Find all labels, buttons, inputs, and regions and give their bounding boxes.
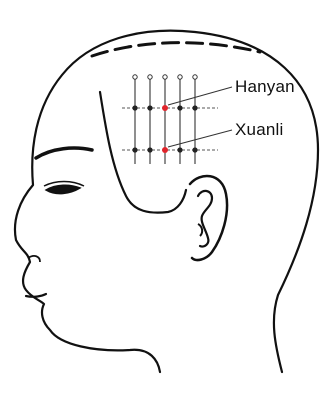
grid-top-circle [133, 75, 137, 79]
ear-outline [190, 176, 227, 260]
grid-point [132, 105, 137, 110]
eye [46, 185, 80, 193]
grid-point [192, 147, 197, 152]
ear-inner [198, 191, 212, 247]
label-hanyan: Hanyan [235, 77, 295, 97]
grid-point [177, 147, 182, 152]
grid-top-circle [148, 75, 152, 79]
grid-top-circle [178, 75, 182, 79]
hair-boundary [100, 92, 186, 213]
grid-top-circle [193, 75, 197, 79]
eyebrow [36, 148, 92, 158]
acupoint-hanyan-dot [162, 105, 168, 111]
grid-point [147, 105, 152, 110]
acupoint-xuanli-dot [162, 147, 168, 153]
leader-line-hanyan [168, 87, 232, 105]
leader-line-xuanli [168, 130, 232, 147]
hairline-dashed [92, 43, 260, 56]
ear-tragus [198, 224, 202, 236]
grid-point [147, 147, 152, 152]
grid-point [192, 105, 197, 110]
grid-point [132, 147, 137, 152]
grid-top-circle [163, 75, 167, 79]
grid-dashed-lines [122, 108, 218, 150]
grid-top-circles [133, 75, 197, 79]
grid-point [177, 105, 182, 110]
label-xuanli: Xuanli [235, 120, 283, 140]
